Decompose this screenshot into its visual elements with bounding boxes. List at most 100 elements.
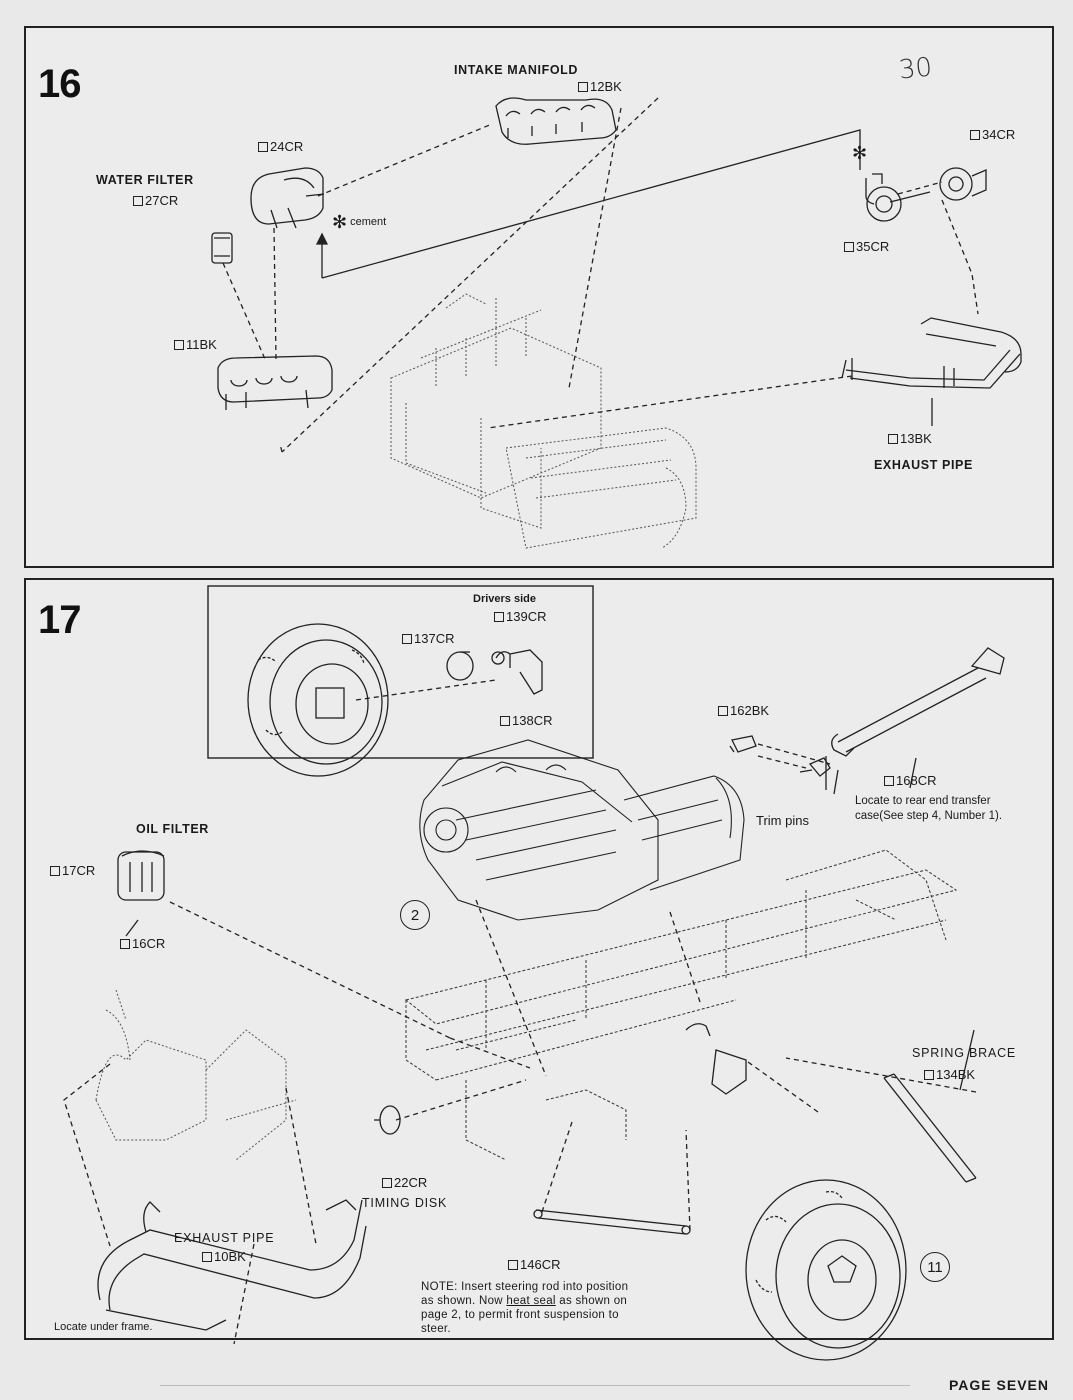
part-27cr-label: 27CR	[133, 194, 178, 207]
exhaust-pipe-lower-part	[97, 1199, 367, 1331]
part-17cr-label: 17CR	[50, 864, 95, 877]
part-number: 168CR	[896, 773, 937, 788]
part-22cr-label: 22CR	[382, 1176, 427, 1189]
step-16-panel: 16 30 INTAKE MANIFOLD 12BK 24CR WATER FI…	[24, 26, 1054, 568]
part-168cr-label: 168CR	[884, 774, 936, 787]
exhaust-manifold-left-part	[217, 355, 333, 410]
footer-rule	[160, 1385, 910, 1386]
inset-wheel	[247, 623, 389, 777]
part-137cr-label: 137CR	[402, 632, 454, 645]
part-34cr-label: 34CR	[970, 128, 1015, 141]
callout-step-2: 2	[400, 900, 430, 930]
engine-side-sketch	[95, 989, 297, 1161]
part-number: 35CR	[856, 239, 890, 254]
step-17-panel: 17 Drivers side 139CR 137CR 138CR 162BK …	[24, 578, 1054, 1361]
asterisk-icon: ✻	[852, 143, 868, 163]
asterisk-icon: ✻	[332, 212, 348, 232]
part-number: 146CR	[520, 1257, 561, 1272]
note-line: steer.	[421, 1323, 451, 1335]
part-138cr-label: 138CR	[500, 714, 552, 727]
locate-rear-label-2: case(See step 4, Number 1).	[855, 810, 1003, 822]
assembly-leaders	[63, 743, 977, 1345]
locate-under-frame-label: Locate under frame.	[54, 1321, 153, 1333]
checkbox-icon[interactable]	[402, 634, 412, 644]
part-number: 34CR	[982, 127, 1016, 142]
drivers-side-label: Drivers side	[473, 593, 536, 605]
part-139cr-label: 139CR	[494, 610, 546, 623]
oil-filter-part	[117, 850, 165, 901]
checkbox-icon[interactable]	[508, 1260, 518, 1270]
engine-block-sketch	[390, 293, 697, 549]
part-12bk-label: 12BK	[578, 80, 622, 93]
steering-rod-part	[533, 1209, 691, 1235]
part-162bk-label: 162BK	[718, 704, 769, 717]
part-number: 11BK	[186, 337, 217, 352]
locate-rear-label: Locate to rear end transfer	[855, 795, 991, 807]
checkbox-icon[interactable]	[500, 716, 510, 726]
part-number: 137CR	[414, 631, 455, 646]
step-16-drawing	[211, 97, 1022, 549]
part-number: 162BK	[730, 703, 770, 718]
note-line: NOTE: Insert steering rod into position	[421, 1281, 629, 1293]
exhaust-pipe-label: EXHAUST PIPE	[874, 458, 973, 472]
part-number: 27CR	[145, 193, 179, 208]
leader-134bk	[959, 1029, 975, 1091]
checkbox-icon[interactable]	[924, 1070, 934, 1080]
timing-disk-label: TIMING DISK	[362, 1196, 448, 1210]
front-wheel	[745, 1179, 907, 1361]
steering-knuckle-part	[685, 1023, 747, 1095]
part-number: 17CR	[62, 863, 96, 878]
trim-pin-leader	[825, 756, 839, 795]
intake-manifold-part	[495, 97, 617, 145]
part-10bk-label: 10BK	[202, 1250, 246, 1263]
part-number: 22CR	[394, 1175, 428, 1190]
handwritten-number: 30	[897, 52, 934, 86]
cement-text: cement	[350, 216, 387, 228]
oil-filter-label: OIL FILTER	[136, 822, 209, 836]
part-11bk-label: 11BK	[174, 338, 217, 351]
checkbox-icon[interactable]	[50, 866, 60, 876]
crossover-pipe-part	[250, 167, 325, 229]
trim-pin-parts	[729, 735, 831, 777]
checkbox-icon[interactable]	[844, 242, 854, 252]
checkbox-icon[interactable]	[494, 612, 504, 622]
cement-label: ✻ cement	[332, 213, 386, 231]
checkbox-icon[interactable]	[970, 130, 980, 140]
trim-pins-label: Trim pins	[756, 813, 809, 828]
note-text: as shown. Now	[421, 1295, 507, 1307]
page-footer: PAGE SEVEN	[949, 1377, 1049, 1393]
note-text: as shown on	[555, 1295, 628, 1307]
checkbox-icon[interactable]	[258, 142, 268, 152]
cement-leader	[321, 129, 861, 279]
leader-16cr	[125, 919, 139, 937]
checkbox-icon[interactable]	[120, 939, 130, 949]
checkbox-icon[interactable]	[133, 196, 143, 206]
checkbox-icon[interactable]	[174, 340, 184, 350]
arrow-head	[315, 232, 329, 245]
checkbox-icon[interactable]	[382, 1178, 392, 1188]
water-filter-part	[211, 232, 233, 264]
callout-step-11: 11	[920, 1252, 950, 1282]
leader-168cr	[909, 757, 917, 789]
step-number: 16	[38, 62, 81, 106]
driveshaft-part	[831, 647, 1005, 757]
step-17-drawing	[63, 585, 1005, 1361]
chassis-frame	[404, 849, 958, 1161]
turbo-arrow	[889, 191, 931, 203]
part-number: 139CR	[506, 609, 547, 624]
checkbox-icon[interactable]	[202, 1252, 212, 1262]
checkbox-icon[interactable]	[718, 706, 728, 716]
checkbox-icon[interactable]	[884, 776, 894, 786]
checkbox-icon[interactable]	[888, 434, 898, 444]
part-number: 138CR	[512, 713, 553, 728]
part-number: 13BK	[900, 431, 932, 446]
part-35cr-label: 35CR	[844, 240, 889, 253]
spring-brace-part	[883, 1073, 977, 1183]
part-number: 10BK	[214, 1249, 246, 1264]
hub-parts	[446, 649, 543, 695]
note-line: as shown. Now heat seal as shown on	[421, 1294, 701, 1308]
checkbox-icon[interactable]	[578, 82, 588, 92]
intake-manifold-label: INTAKE MANIFOLD	[454, 63, 579, 77]
drivers-side-inset	[207, 585, 594, 759]
note-emphasis: heat seal	[506, 1295, 556, 1307]
